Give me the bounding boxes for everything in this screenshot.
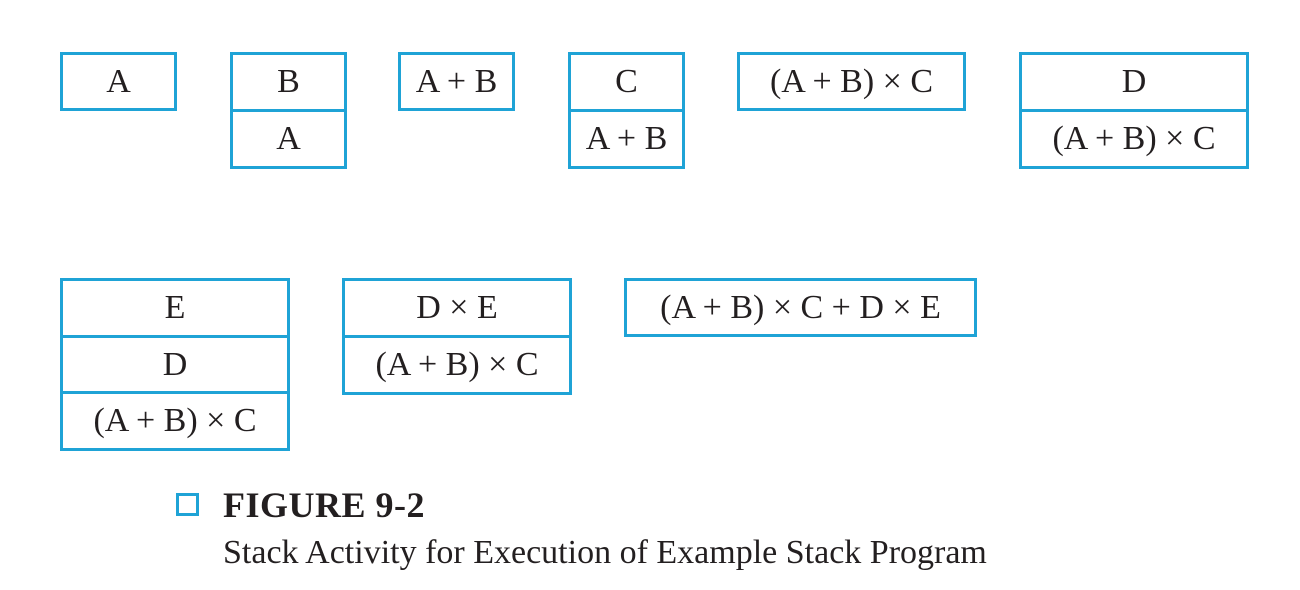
stack-state-4: C A + B bbox=[568, 52, 685, 169]
stack-cell: C bbox=[615, 63, 638, 100]
stack-state-9: (A + B) × C + D × E bbox=[624, 278, 977, 337]
stack-state-8: D × E (A + B) × C bbox=[342, 278, 572, 395]
stack-cell: (A + B) × C bbox=[345, 335, 569, 392]
stack-cell: D × E bbox=[416, 289, 498, 326]
stack-state-1: A bbox=[60, 52, 177, 111]
stack-state-3: A + B bbox=[398, 52, 515, 111]
square-outline-icon bbox=[176, 493, 199, 516]
figure-title: Stack Activity for Execution of Example … bbox=[223, 534, 987, 571]
stack-state-6: D (A + B) × C bbox=[1019, 52, 1249, 169]
stack-state-2: B A bbox=[230, 52, 347, 169]
stack-state-5: (A + B) × C bbox=[737, 52, 966, 111]
stack-cell: A bbox=[106, 62, 131, 100]
stack-state-7: E D (A + B) × C bbox=[60, 278, 290, 451]
stack-cell: (A + B) × C bbox=[1022, 109, 1246, 166]
stack-cell: D bbox=[1121, 63, 1147, 100]
stack-cell: (A + B) × C bbox=[769, 62, 934, 100]
stack-cell: A + B bbox=[571, 109, 682, 166]
stack-cell: (A + B) × C + D × E bbox=[660, 288, 941, 326]
stack-cell: E bbox=[164, 288, 186, 326]
stack-cell: A bbox=[233, 109, 344, 166]
stack-cell: (A + B) × C bbox=[63, 391, 287, 448]
figure-label: FIGURE 9-2 bbox=[223, 485, 425, 525]
stack-cell: B bbox=[277, 63, 300, 100]
stack-cell: A + B bbox=[415, 62, 498, 100]
stack-cell: D bbox=[63, 334, 287, 392]
